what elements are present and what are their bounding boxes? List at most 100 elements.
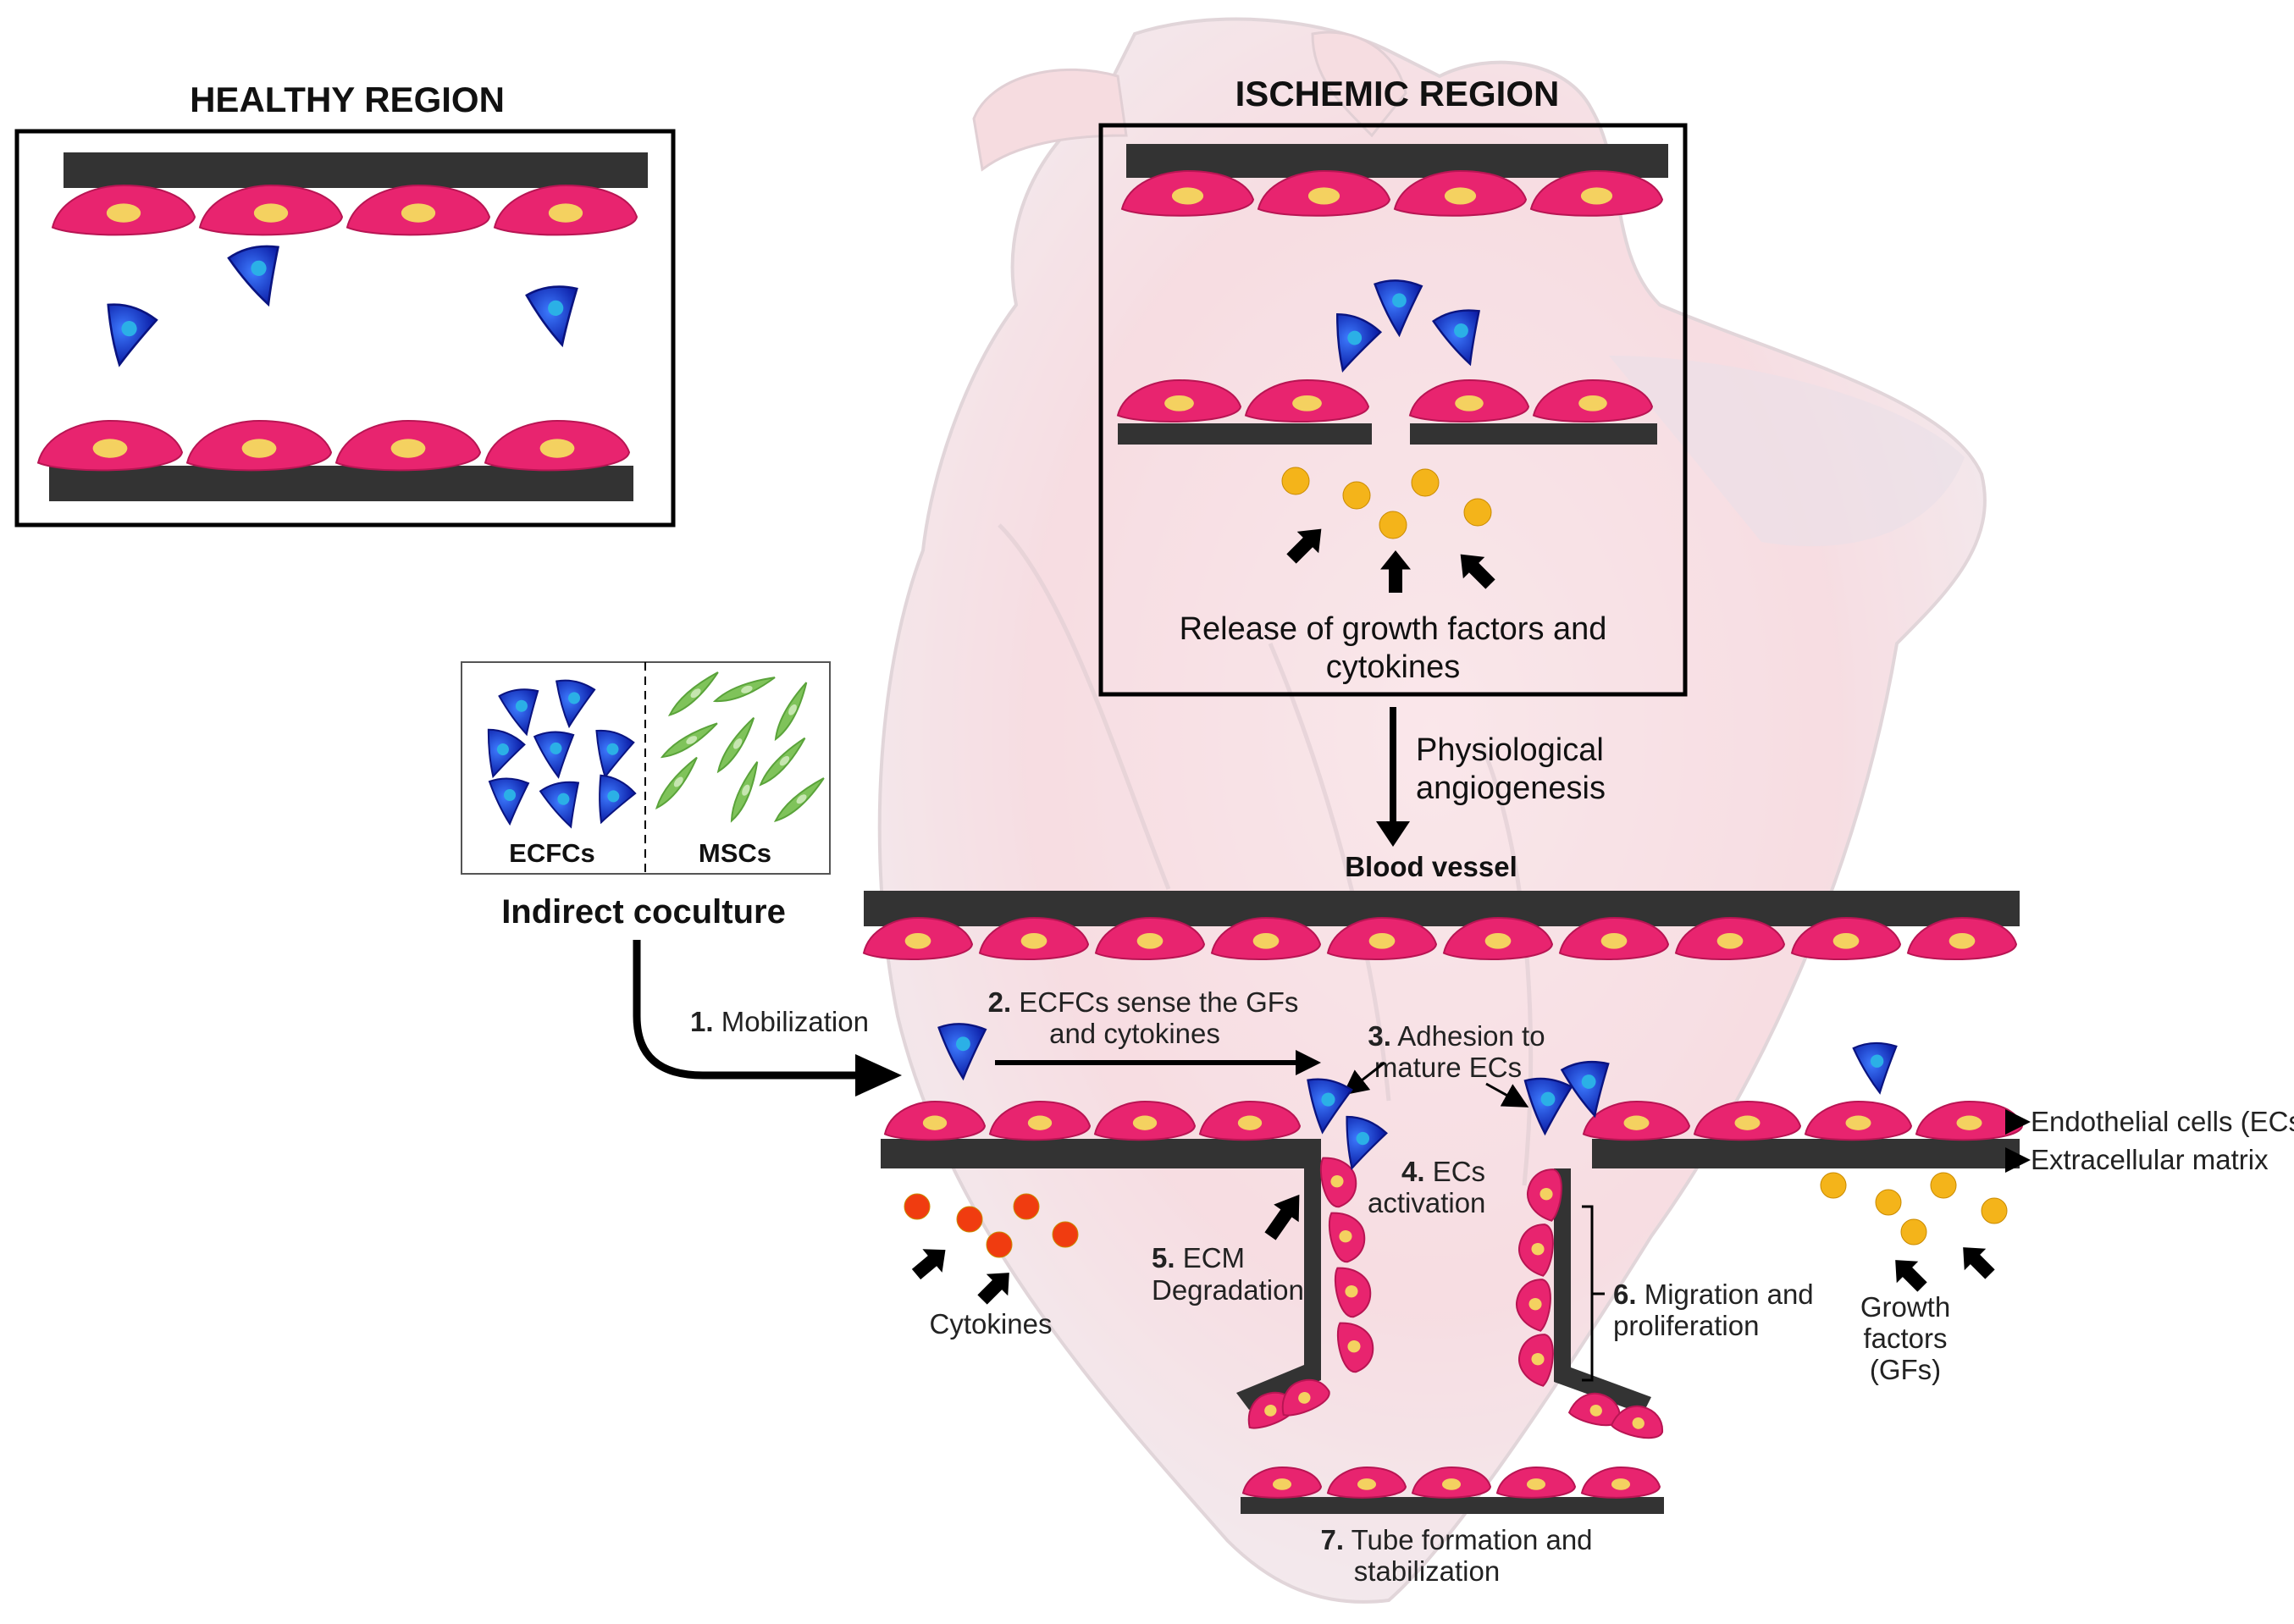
vessel-top-endothelial-row xyxy=(862,916,2018,960)
cell-nucleus xyxy=(504,789,516,801)
endothelial-cell xyxy=(493,184,638,236)
endothelial-cell xyxy=(1408,378,1530,423)
cell-nucleus xyxy=(732,738,743,749)
ecfc-cell xyxy=(1374,279,1423,338)
endothelial-cell xyxy=(1393,169,1528,217)
cell-nucleus xyxy=(1321,1092,1335,1107)
step3-label-line2: mature ECs xyxy=(1374,1052,1522,1083)
endothelial-cell xyxy=(1326,1466,1407,1499)
cell-nucleus xyxy=(1345,1284,1358,1298)
step4-label-line1: 4. ECs xyxy=(1401,1156,1485,1187)
ischemic-growth-factors xyxy=(1281,467,1492,539)
cell-nucleus xyxy=(1716,932,1744,949)
cell-nucleus xyxy=(548,300,564,316)
step7-label-line2: stabilization xyxy=(1354,1555,1500,1587)
endothelial-cell xyxy=(1116,378,1242,423)
endothelial-cell xyxy=(1580,1466,1661,1499)
ecfc-cell xyxy=(599,774,637,825)
cell-nucleus xyxy=(1164,395,1194,412)
cell-nucleus xyxy=(515,699,528,712)
healthy-bottom-endothelial-row xyxy=(36,419,631,472)
cell-nucleus xyxy=(1330,1174,1344,1188)
ecfc-cell xyxy=(498,688,539,737)
growth-factor-dots xyxy=(1820,1172,2008,1246)
coculture-msc-cluster xyxy=(655,671,825,823)
cell-nucleus xyxy=(1540,1091,1556,1107)
gf-label-line1: Growth xyxy=(1860,1291,1950,1323)
cell-nucleus xyxy=(956,1036,970,1052)
cytokine-dot xyxy=(956,1206,983,1233)
cell-nucleus xyxy=(686,736,698,744)
arrow xyxy=(1264,1194,1300,1240)
cell-nucleus xyxy=(1027,1115,1053,1130)
endothelial-cell xyxy=(1336,1322,1374,1373)
new-tube: 7. Tube formation and stabilization xyxy=(1241,1466,1664,1587)
endothelial-cell xyxy=(1257,169,1391,217)
mobilization-arrow: 1. Mobilization xyxy=(633,940,902,1096)
cell-nucleus xyxy=(1956,1115,1982,1130)
ischemic-release-arrows xyxy=(1286,528,1495,593)
cell-nucleus xyxy=(253,203,289,223)
endothelial-cell xyxy=(1610,1405,1663,1439)
ischemic-region-title: ISCHEMIC REGION xyxy=(1235,74,1560,113)
msc-cell xyxy=(730,761,759,823)
cell-nucleus xyxy=(1581,1074,1596,1089)
endothelial-cell xyxy=(1518,1224,1554,1277)
cell-nucleus xyxy=(1441,1478,1462,1490)
cytokine-dot xyxy=(1052,1221,1079,1248)
cell-nucleus xyxy=(690,688,701,699)
cell-nucleus xyxy=(1020,932,1048,949)
endothelial-cell xyxy=(1241,1466,1323,1499)
endothelial-cell xyxy=(1804,1100,1913,1141)
mscs-label: MSCs xyxy=(699,838,771,868)
cell-nucleus xyxy=(1526,1478,1546,1490)
endothelial-cells-label: Endothelial cells (ECs) xyxy=(2031,1106,2294,1137)
growth-factor-arrows xyxy=(1895,1247,1995,1292)
step5-label-line2: Degradation xyxy=(1152,1274,1304,1306)
cell-nucleus xyxy=(1292,395,1322,412)
endothelial-cell xyxy=(862,916,974,960)
endothelial-cell xyxy=(1529,169,1664,217)
cell-nucleus xyxy=(1298,1392,1311,1404)
endothelial-cell xyxy=(1093,1100,1197,1141)
step5-label-line1: 5. ECM xyxy=(1152,1242,1245,1273)
endothelial-cell xyxy=(1281,1378,1330,1417)
endothelial-cell xyxy=(883,1100,987,1141)
ecfc-cell xyxy=(1346,1115,1388,1171)
arrow xyxy=(1963,1247,1995,1279)
ecfcs-label: ECFCs xyxy=(509,838,595,868)
cell-nucleus xyxy=(1392,293,1407,308)
msc-cell xyxy=(759,737,806,787)
ischemic-region-panel: ISCHEMIC REGION Release of growth factor… xyxy=(1098,74,1688,697)
ecfc-cell xyxy=(487,728,526,779)
cell-nucleus xyxy=(241,439,277,458)
endothelial-cell xyxy=(1411,1466,1492,1499)
ecfc-cell xyxy=(595,729,635,779)
msc-cell xyxy=(655,756,698,810)
cell-nucleus xyxy=(1252,932,1280,949)
cell-nucleus xyxy=(741,685,753,693)
cell-nucleus xyxy=(1307,187,1340,205)
endothelial-cell xyxy=(1527,1168,1562,1222)
cell-nucleus xyxy=(1484,932,1512,949)
cell-nucleus xyxy=(496,743,509,756)
cell-nucleus xyxy=(1734,1115,1761,1130)
endothelial-cell xyxy=(345,184,491,236)
cytokine-dot xyxy=(986,1231,1013,1258)
growth-factor-dot xyxy=(1930,1172,1957,1199)
msc-cell xyxy=(667,671,719,717)
cell-nucleus xyxy=(121,321,137,337)
endothelial-cell xyxy=(1094,916,1206,960)
ischemic-bottom-endothelial-row xyxy=(1116,378,1654,423)
cell-nucleus xyxy=(788,704,797,715)
ischemic-caption-line1: Release of growth factors and xyxy=(1180,611,1607,647)
endothelial-cell xyxy=(484,419,631,472)
endothelial-cell xyxy=(1915,1100,2024,1141)
growth-factor-dot xyxy=(1900,1218,1927,1246)
cell-nucleus xyxy=(1368,932,1396,949)
ecfc-cell xyxy=(556,679,596,729)
cell-nucleus xyxy=(548,203,583,223)
cell-nucleus xyxy=(1531,1352,1545,1366)
arrow xyxy=(977,1273,1009,1305)
endothelial-cell xyxy=(1198,1100,1302,1141)
